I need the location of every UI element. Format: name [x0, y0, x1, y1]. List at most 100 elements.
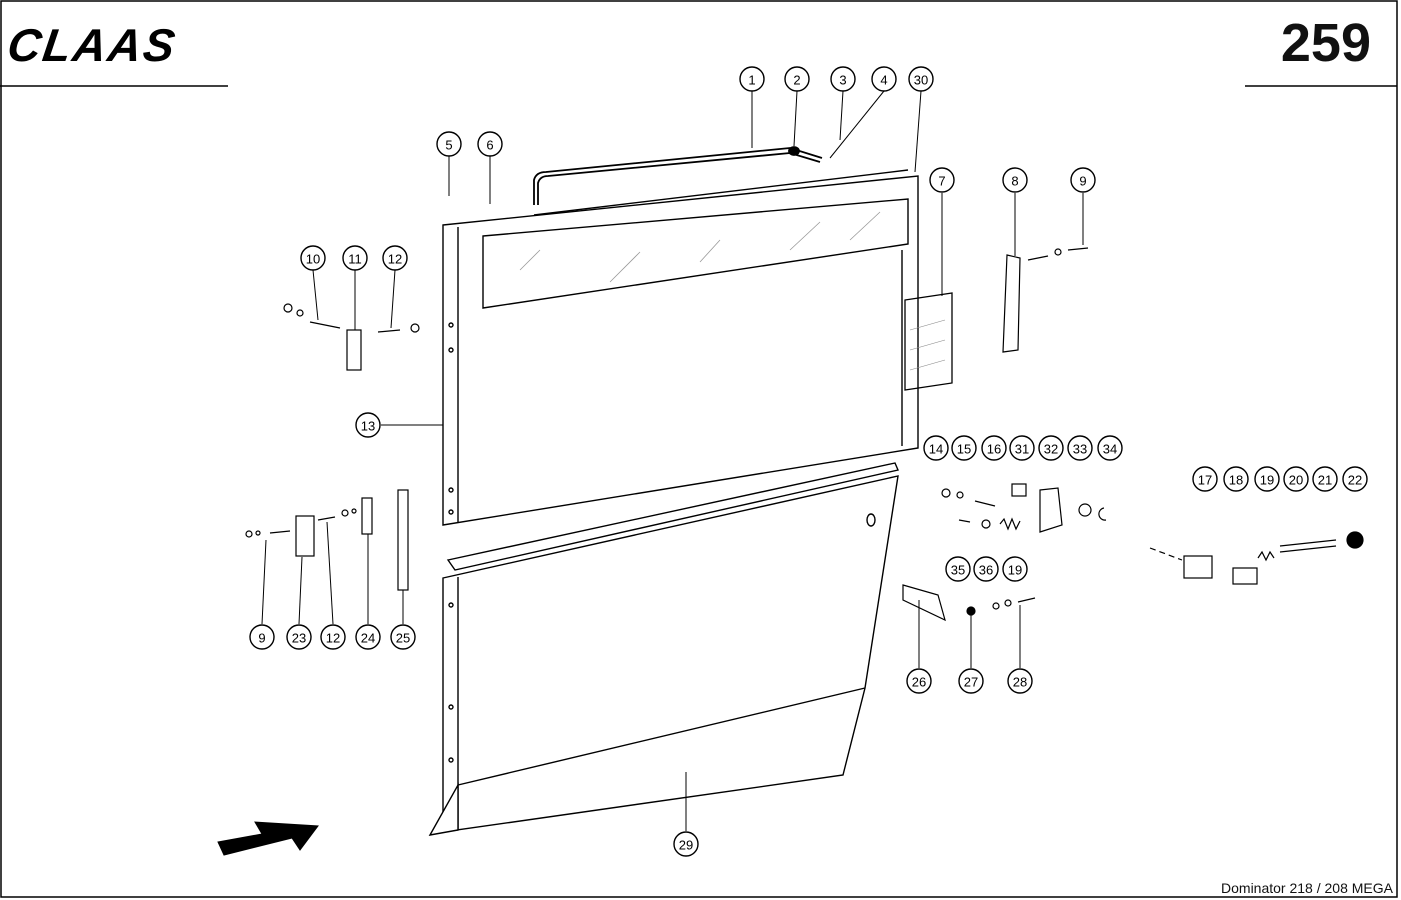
callout-21: 21: [1312, 466, 1338, 492]
callout-label: 24: [361, 631, 375, 646]
callout-circle: [973, 556, 999, 582]
callout-circle: [1002, 167, 1028, 193]
callout-32: 32: [1038, 435, 1064, 461]
callout-circle: [382, 245, 408, 271]
callout-circle: [1342, 466, 1368, 492]
callout-label: 6: [486, 138, 493, 153]
callout-1: 1: [739, 66, 765, 92]
callout-circle: [1007, 668, 1033, 694]
callout-label: 12: [326, 631, 340, 646]
callout-2: 2: [784, 66, 810, 92]
callout-circle: [1002, 556, 1028, 582]
callout-9: 9: [1070, 167, 1096, 193]
callout-18: 18: [1223, 466, 1249, 492]
callout-label: 15: [957, 442, 971, 457]
model-caption: Dominator 218 / 208 MEGA: [1221, 880, 1393, 896]
callout-5: 5: [436, 131, 462, 157]
callout-circle: [1312, 466, 1338, 492]
callout-label: 27: [964, 675, 978, 690]
callout-12: 12: [382, 245, 408, 271]
callout-16: 16: [981, 435, 1007, 461]
callout-14: 14: [923, 435, 949, 461]
callout-circle: [981, 435, 1007, 461]
callout-label: 11: [348, 252, 362, 267]
callout-circle: [923, 435, 949, 461]
upper-door-panel: [442, 169, 919, 526]
callout-label: 22: [1348, 473, 1362, 488]
callout-3: 3: [830, 66, 856, 92]
callout-20: 20: [1283, 466, 1309, 492]
callout-label: 30: [914, 73, 928, 88]
callout-circle: [1097, 435, 1123, 461]
callout-label: 7: [938, 174, 945, 189]
callout-circle: [286, 624, 312, 650]
callout-label: 31: [1015, 442, 1029, 457]
latch-assembly: [902, 483, 1107, 622]
callout-circle: [951, 435, 977, 461]
callout-circle: [1254, 466, 1280, 492]
callout-28: 28: [1007, 668, 1033, 694]
callout-label: 19: [1260, 473, 1274, 488]
callout-label: 34: [1103, 442, 1117, 457]
callout-31: 31: [1009, 435, 1035, 461]
callout-25: 25: [390, 624, 416, 650]
callout-label: 20: [1289, 473, 1303, 488]
callout-label: 12: [388, 252, 402, 267]
strap-bracket: [1002, 247, 1089, 353]
callout-label: 16: [987, 442, 1001, 457]
callout-24: 24: [355, 624, 381, 650]
callout-label: 19: [1008, 563, 1022, 578]
callout-circle: [1283, 466, 1309, 492]
callout-circle: [1067, 435, 1093, 461]
callout-circle: [390, 624, 416, 650]
callout-11: 11: [342, 245, 368, 271]
callout-circle: [958, 668, 984, 694]
callout-circle: [477, 131, 503, 157]
callout-13: 13: [355, 412, 381, 438]
pin-assembly: [1149, 531, 1364, 585]
callout-9: 9: [249, 624, 275, 650]
callout-label: 10: [306, 252, 320, 267]
callout-circle: [320, 624, 346, 650]
callout-label: 21: [1318, 473, 1332, 488]
callout-circle: [1223, 466, 1249, 492]
callout-label: 13: [361, 419, 375, 434]
callout-19: 19: [1254, 466, 1280, 492]
lower-door-panel: [428, 462, 899, 836]
callout-label: 1: [748, 73, 755, 88]
callout-circle: [673, 831, 699, 857]
callout-circle: [908, 66, 934, 92]
callout-8: 8: [1002, 167, 1028, 193]
callout-label: 14: [929, 442, 943, 457]
leader-lines: [261, 90, 1084, 831]
callout-17: 17: [1192, 466, 1218, 492]
callout-label: 36: [979, 563, 993, 578]
callout-circle: [906, 668, 932, 694]
callout-circle: [436, 131, 462, 157]
callout-36: 36: [973, 556, 999, 582]
callout-label: 23: [292, 631, 306, 646]
callout-label: 5: [445, 138, 452, 153]
callout-label: 3: [839, 73, 846, 88]
page-number: 259: [1280, 13, 1371, 73]
callout-label: 9: [258, 631, 265, 646]
callout-12: 12: [320, 624, 346, 650]
callout-label: 32: [1044, 442, 1058, 457]
callout-circle: [1038, 435, 1064, 461]
callout-10: 10: [300, 245, 326, 271]
callout-circle: [249, 624, 275, 650]
callout-label: 17: [1198, 473, 1212, 488]
callout-circle: [355, 412, 381, 438]
callout-circle: [871, 66, 897, 92]
hinge-bracket-upper: [283, 303, 420, 371]
callout-label: 25: [396, 631, 410, 646]
callout-22: 22: [1342, 466, 1368, 492]
handle-rod: [533, 146, 823, 205]
callout-circle: [1070, 167, 1096, 193]
callout-30: 30: [908, 66, 934, 92]
callout-label: 29: [679, 838, 693, 853]
